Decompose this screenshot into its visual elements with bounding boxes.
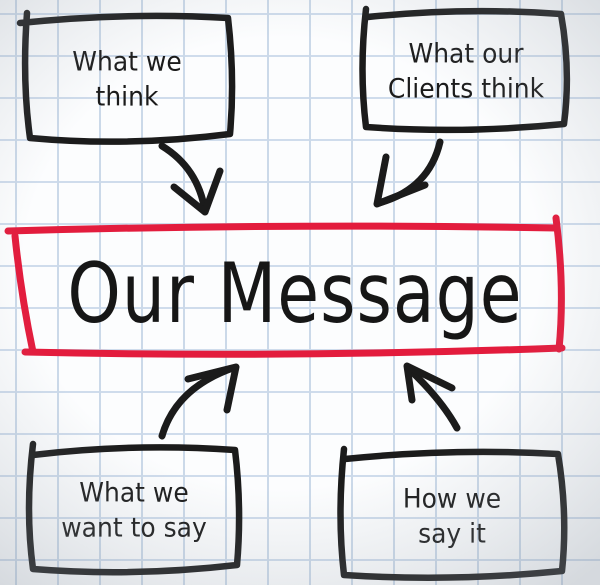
node-how-we-say-it: How we say it [343,481,561,550]
arrowhead-what-we-think [170,167,224,216]
node-label-line: think [95,81,159,112]
node-outline-what-our-clients-think [359,5,571,134]
node-label-line: want to say [61,512,207,543]
node-label-line: Clients think [387,73,545,104]
node-what-we-want-to-say: What we want to say [31,475,237,544]
center-node-label: Our Message [67,245,523,343]
node-outline-what-we-want-to-say [25,440,243,576]
arrows [158,138,461,440]
center-node-outline [4,214,566,358]
node-what-we-think: What we think [27,44,227,113]
arrowhead-what-our-clients-think [373,153,429,208]
node-what-our-clients-think: What our Clients think [365,36,567,105]
center-node-our-message: Our Message [32,226,558,363]
center-outline-right [552,214,565,353]
node-label-line: How we [402,483,502,514]
node-label-line: What our [408,38,524,69]
node-label-line: What we [72,46,182,77]
node-label-line: say it [418,518,486,549]
arrowhead-what-we-want-to-say [184,363,240,414]
center-outline-bottom [21,344,566,358]
arrow-shaft-what-we-think [158,142,209,215]
node-outlines [16,5,571,581]
arrow-shaft-how-we-say-it [405,365,461,432]
node-outline-what-we-think [16,9,236,145]
center-outline-left [11,232,37,356]
center-outline-top [4,222,561,235]
arrowhead-how-we-say-it [403,362,456,404]
node-label-line: What we [79,477,189,508]
node-outline-how-we-say-it [337,445,568,581]
